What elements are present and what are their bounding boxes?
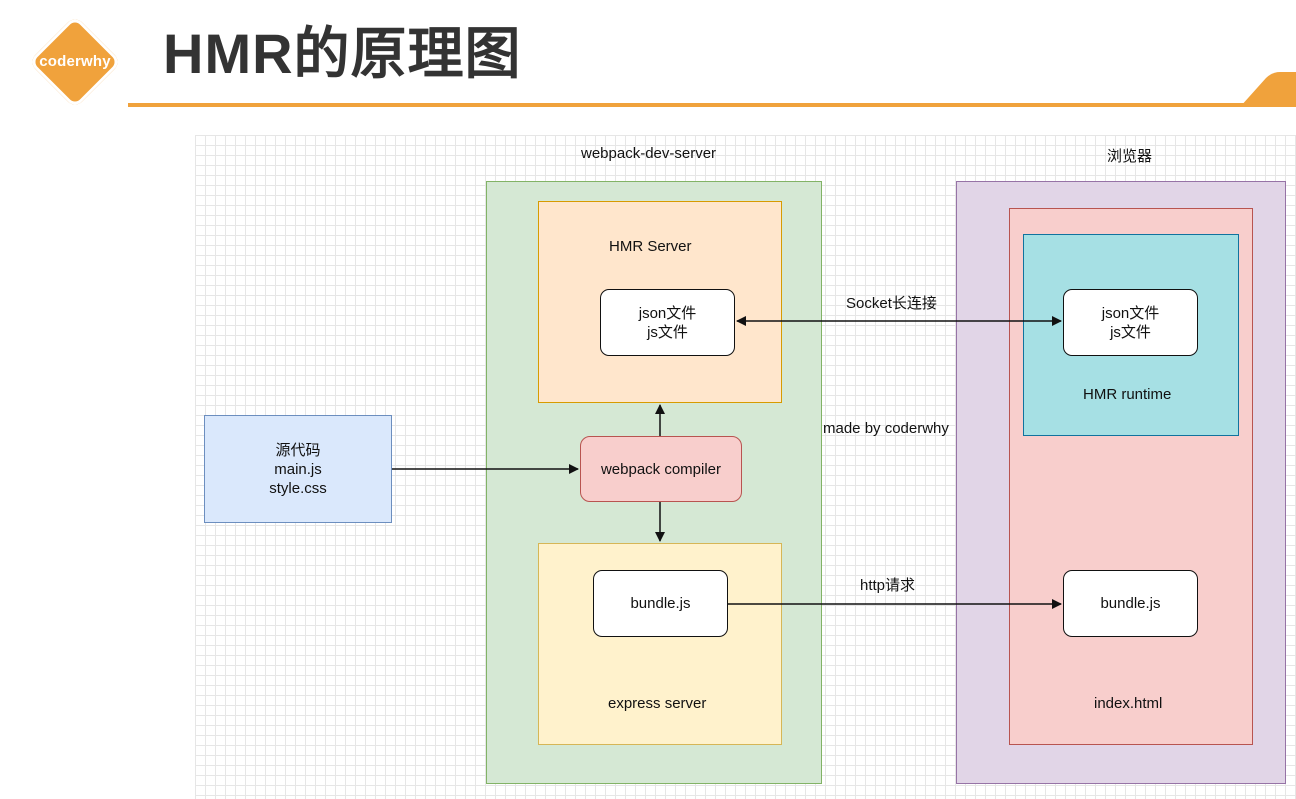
hmr-server-files-box: json文件 js文件 (600, 289, 735, 356)
express-bundle-label: bundle.js (630, 595, 691, 612)
http-request-label: http请求 (860, 577, 916, 594)
watermark-label: made by coderwhy (823, 420, 949, 437)
socket-connection-label: Socket长连接 (846, 295, 937, 312)
dev-server-title: webpack-dev-server (581, 145, 717, 162)
hmr-server-label: HMR Server (609, 238, 692, 255)
page-title: HMR的原理图 (163, 22, 522, 85)
browser-bundle-label: bundle.js (1100, 595, 1161, 612)
hmr-server-file-line2: js文件 (647, 323, 688, 341)
corner-decoration (1240, 72, 1296, 107)
webpack-compiler-label: webpack compiler (600, 460, 722, 478)
browser-bundle-box: bundle.js (1063, 570, 1198, 637)
source-line2: main.js (274, 460, 322, 478)
webpack-compiler-box: webpack compiler (580, 436, 742, 502)
hmr-server-file-line1: json文件 (638, 304, 697, 322)
title-underline (128, 103, 1296, 107)
browser-title: 浏览器 (1107, 148, 1153, 165)
runtime-file-line1: json文件 (1101, 304, 1160, 322)
express-bundle-box: bundle.js (593, 570, 728, 637)
logo-text: coderwhy (39, 53, 111, 70)
hmr-runtime-label: HMR runtime (1083, 386, 1172, 403)
coderwhy-logo: coderwhy (28, 15, 122, 109)
runtime-file-line2: js文件 (1110, 323, 1151, 341)
index-html-label: index.html (1094, 695, 1163, 712)
runtime-files-box: json文件 js文件 (1063, 289, 1198, 356)
source-line1: 源代码 (275, 441, 321, 459)
source-line3: style.css (269, 479, 327, 497)
express-server-label: express server (608, 695, 707, 712)
source-code-box: 源代码 main.js style.css (204, 415, 392, 523)
